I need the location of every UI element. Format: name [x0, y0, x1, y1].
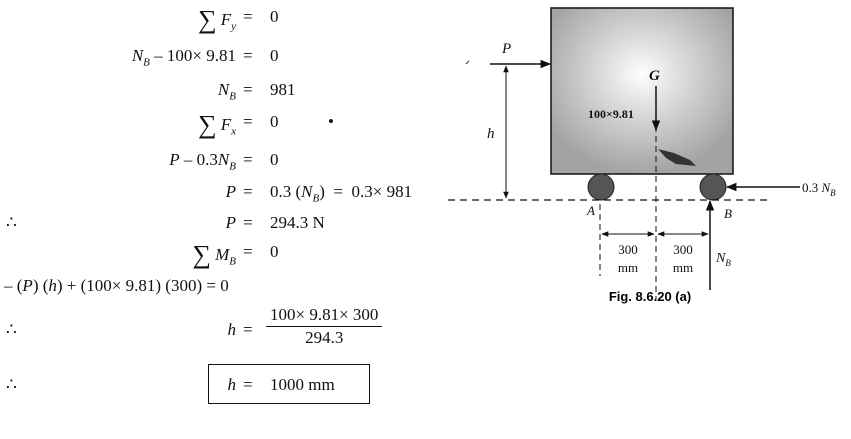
label-weight: 100×9.81 [588, 107, 634, 121]
therefore-symbol: ∴ [6, 213, 17, 232]
equation-moment-line: – (P) (h) + (100× 9.81) (300) = 0 [4, 276, 229, 295]
label-a: A [586, 203, 595, 218]
dim-2-value: 300 [673, 242, 693, 257]
label-g: G [649, 68, 660, 84]
result-box [208, 364, 370, 404]
label-h: h [487, 126, 495, 142]
fraction-denominator: 294.3 [305, 328, 344, 347]
sigma-symbol: ∑ [198, 5, 217, 34]
dim-1-unit: mm [618, 260, 638, 275]
therefore-symbol: ∴ [6, 375, 17, 394]
block [550, 7, 734, 175]
wheel-a-icon [587, 173, 615, 201]
stray-dot: • [328, 112, 334, 131]
label-b: B [724, 206, 732, 221]
dim-1-value: 300 [618, 242, 638, 257]
therefore-symbol: ∴ [6, 320, 17, 339]
label-friction: 0.3 NB [802, 180, 836, 198]
stray-mark [465, 60, 470, 65]
sigma-symbol: ∑ [192, 240, 212, 269]
h-fraction: 100× 9.81× 300 294.3 [266, 305, 383, 348]
fraction-numerator: 100× 9.81× 300 [270, 305, 379, 324]
free-body-diagram: P h G 100×9.81 A B 0.3 NB NB 300 mm 300 … [448, 7, 836, 304]
fraction-bar [266, 326, 383, 327]
sigma-symbol: ∑ [198, 110, 217, 139]
label-p: P [501, 41, 511, 57]
wheel-b-icon [699, 173, 727, 201]
label-nb: NB [715, 251, 731, 268]
figure-caption: Fig. 8.6.20 (a) [609, 289, 691, 304]
dim-2-unit: mm [673, 260, 693, 275]
block-mark [658, 149, 696, 166]
